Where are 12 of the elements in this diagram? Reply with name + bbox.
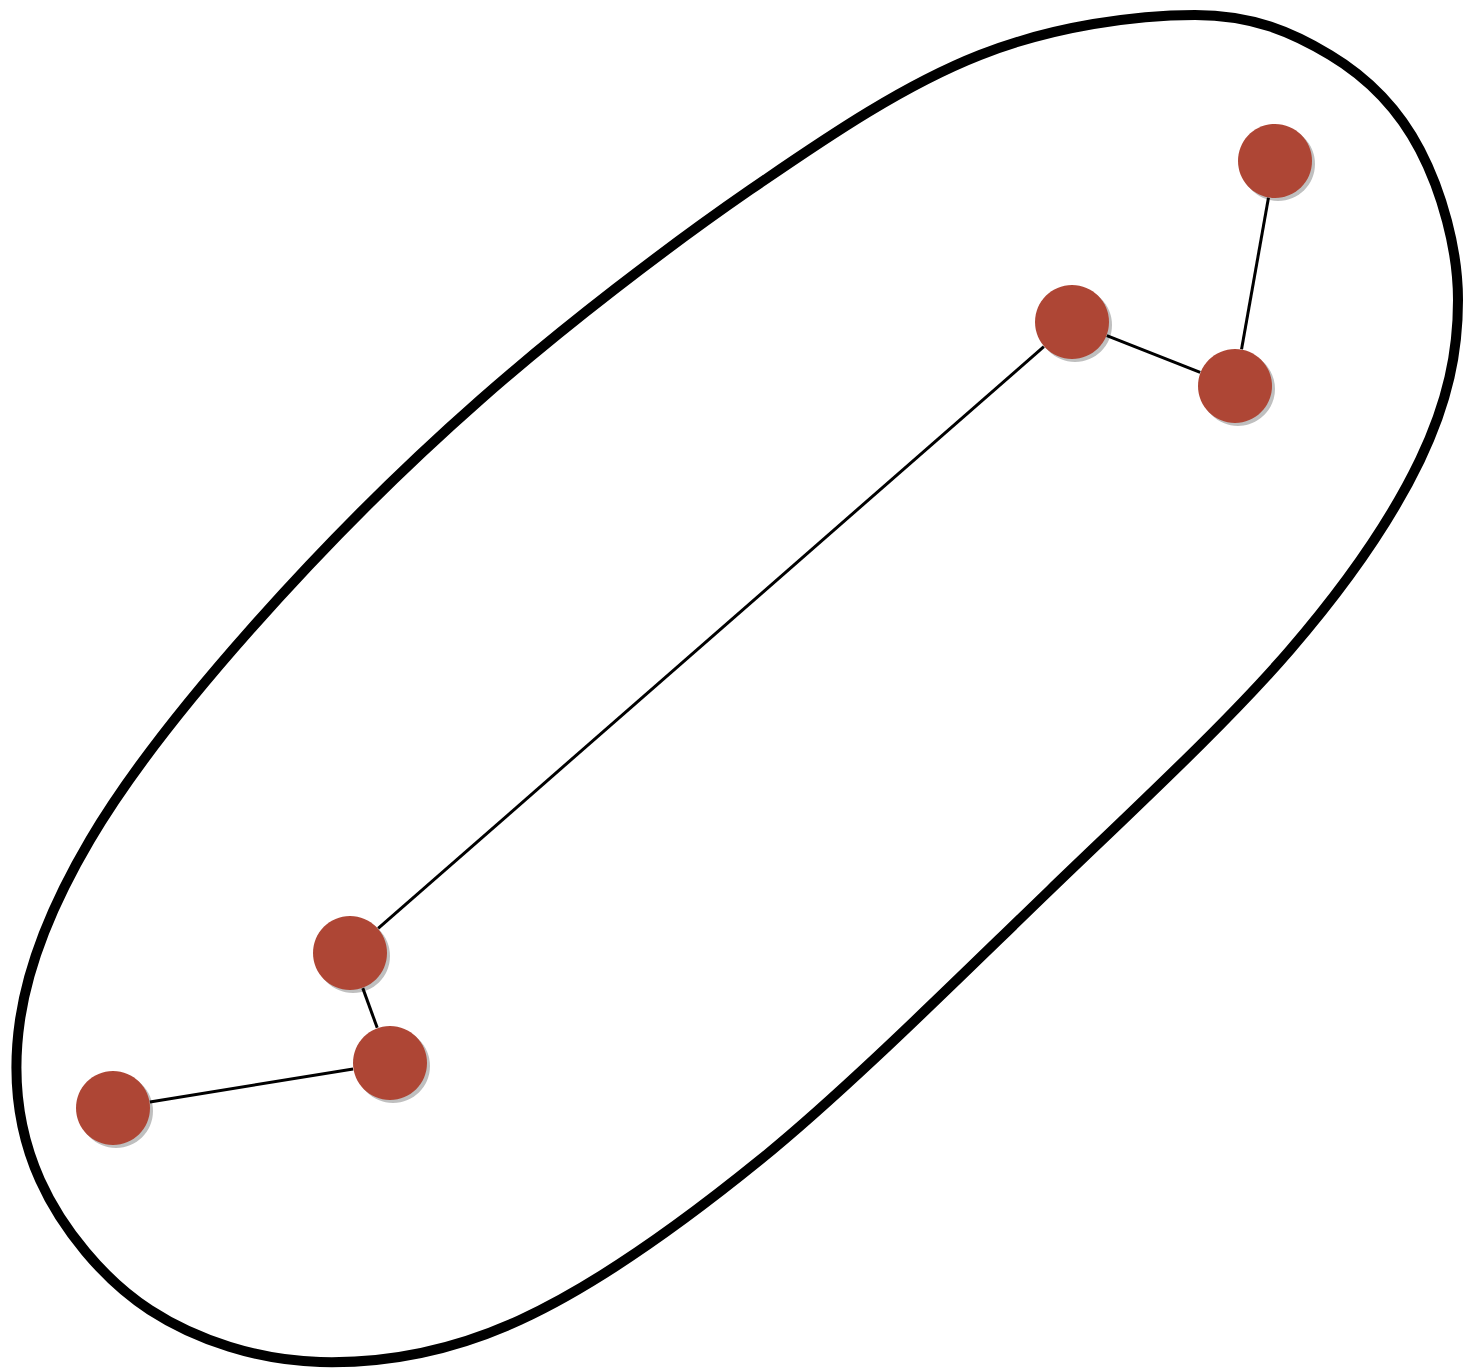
connector-line (361, 987, 379, 1029)
outline-shape (11, 10, 1463, 1368)
circle-node (76, 1071, 153, 1148)
circle-node (1238, 124, 1315, 201)
circle-node (1035, 285, 1112, 362)
circle-node (313, 916, 390, 993)
connector-line (377, 345, 1045, 930)
connector-line (149, 1067, 354, 1104)
connector-line (1106, 334, 1201, 374)
circle-node (1198, 349, 1275, 426)
connector-line (1240, 197, 1270, 350)
circle-node (353, 1026, 430, 1103)
